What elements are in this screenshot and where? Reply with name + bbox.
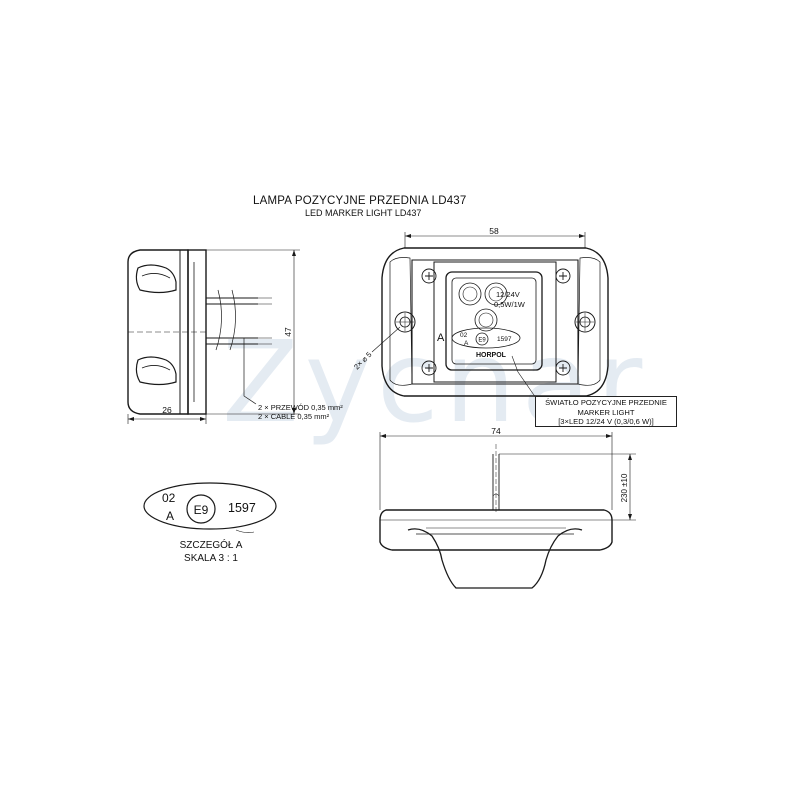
lens-voltage-label: 12/24V <box>496 290 520 299</box>
detail-a <box>143 482 277 533</box>
marker-light-note-box: ŚWIATŁO POZYCYJNE PRZEDNIE MARKER LIGHT … <box>535 396 677 427</box>
front-view <box>371 232 609 399</box>
detail-a-labels: 02 A E9 1597 <box>162 491 256 523</box>
detail-num1: 02 <box>162 491 176 505</box>
drawing-title: LAMPA POZYCYJNE PRZEDNIA LD437 <box>253 195 467 207</box>
note-line-2: MARKER LIGHT <box>577 407 635 417</box>
lens-approval-code: 1597 <box>497 336 512 343</box>
dim-height-label: 47 <box>283 327 293 337</box>
cable-note-en: 2 × CABLE 0,35 mm² <box>258 412 330 421</box>
cable-note-pl: 2 × PRZEWÓD 0,35 mm² <box>258 403 343 412</box>
lens-approval-num1: 02 <box>460 332 468 339</box>
dim-cable-length-label: 230 ±10 <box>620 473 629 502</box>
note-line-1: ŚWIATŁO POZYCYJNE PRZEDNIE <box>545 398 667 407</box>
detail-caption-title: SZCZEGÓŁ A <box>179 540 243 551</box>
detail-code: 1597 <box>228 501 256 515</box>
dim-bottom-width-label: 74 <box>491 426 501 436</box>
bottom-view-labels: 74 230 ±10 <box>491 426 629 502</box>
drawing-subtitle: LED MARKER LIGHT LD437 <box>305 208 422 218</box>
note-line-3: [3×LED 12/24 V (0,3/0,6 W)] <box>558 417 654 426</box>
section-marker-label: A <box>437 332 445 344</box>
dim-width-label: 58 <box>489 226 499 236</box>
brand-label: HORPOL <box>476 352 507 359</box>
side-view-labels: 26 47 2 × PRZEWÓD 0,35 mm² 2 × CABLE 0,3… <box>162 327 343 421</box>
detail-num2: A <box>166 509 174 523</box>
lens-e-mark: E9 <box>478 338 486 344</box>
lens-approval-num2: A <box>464 340 469 347</box>
hole-dim-label: 2× ⌀ 5 <box>352 350 374 372</box>
lens-power-label: 0,5W/1W <box>494 300 526 309</box>
detail-caption-scale: SKALA 3 : 1 <box>184 553 238 564</box>
dim-depth-label: 26 <box>162 405 172 415</box>
detail-e-mark: E9 <box>194 503 209 517</box>
side-view <box>127 249 300 424</box>
bottom-view <box>379 432 636 589</box>
detail-caption: SZCZEGÓŁ A SKALA 3 : 1 <box>176 539 246 565</box>
